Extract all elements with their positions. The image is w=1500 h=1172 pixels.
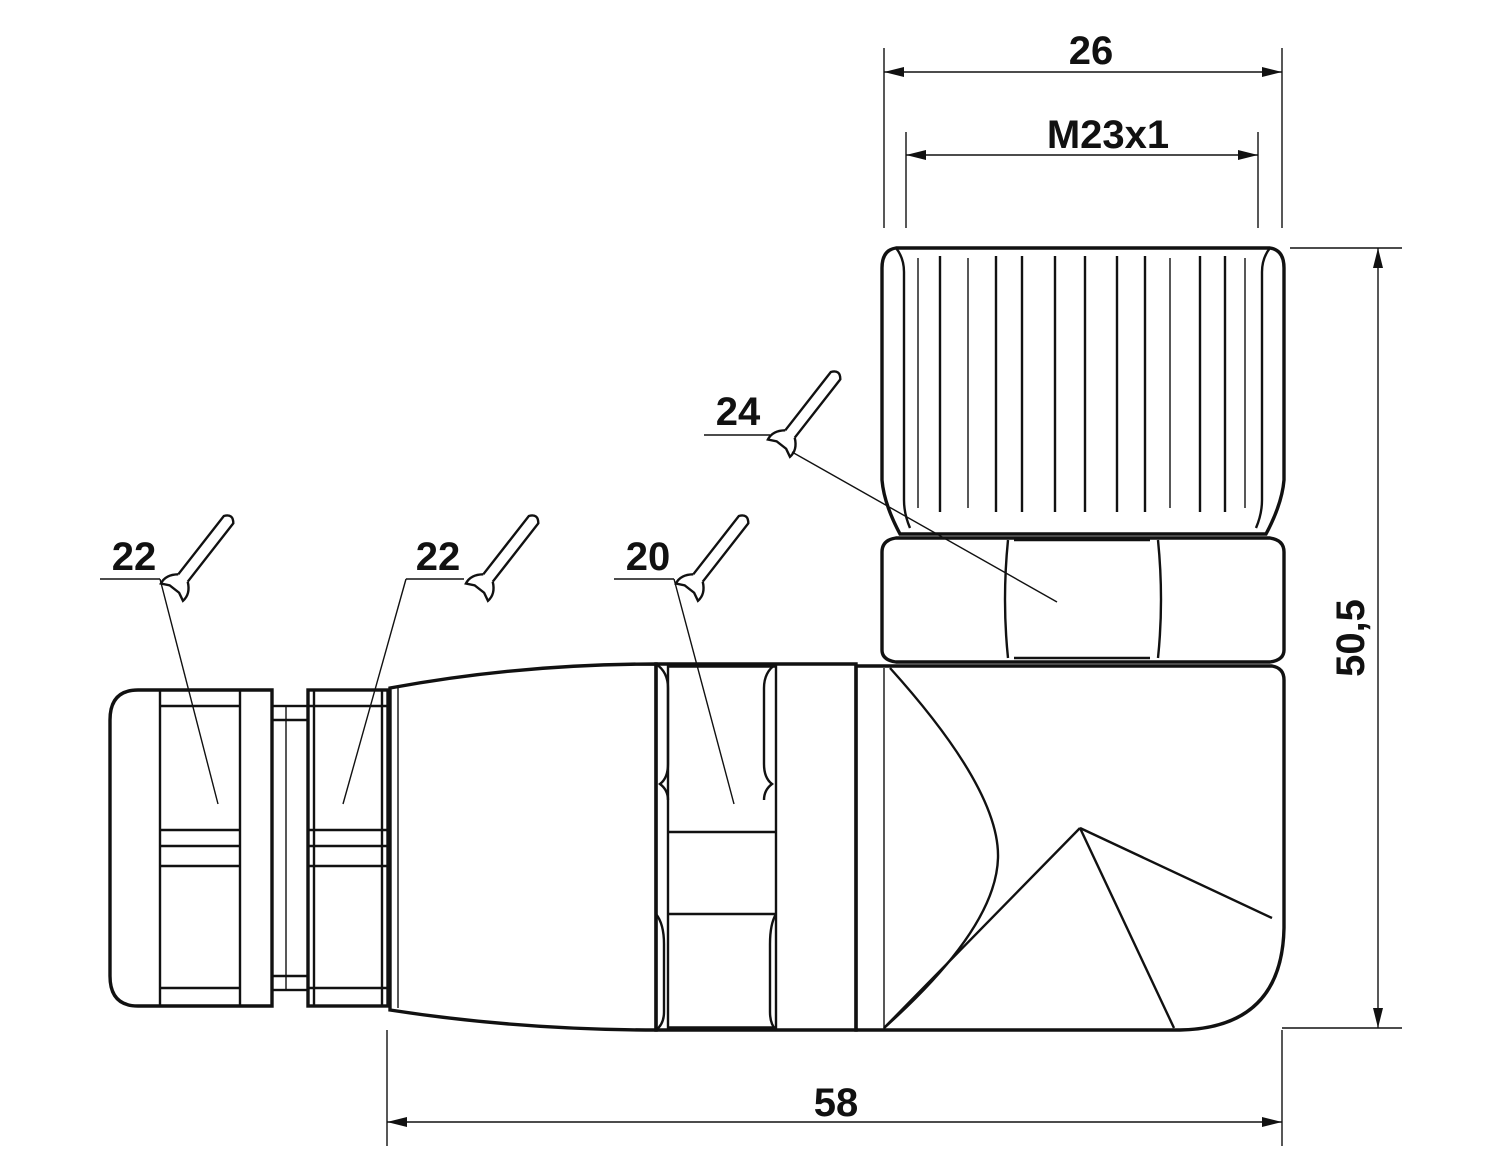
wrench-callout-20: 20	[614, 514, 750, 805]
cable-gland-cap	[108, 688, 274, 1008]
dimension-label-26: 26	[1069, 29, 1114, 73]
gland-neck	[270, 704, 310, 992]
tapered-sleeve	[388, 662, 658, 1032]
coupling-nut-hex	[880, 536, 1286, 664]
wrench-icon	[464, 514, 540, 603]
wrench-size-label: 22	[416, 535, 461, 579]
dimension-label-58: 58	[814, 1081, 859, 1125]
cable-gland-body	[306, 688, 390, 1008]
angled-body	[854, 664, 1286, 1032]
dimension-width-26: 26	[883, 29, 1283, 228]
wrench-icon	[159, 514, 235, 603]
wrench-callout-22-cap: 22	[100, 514, 235, 805]
dimension-height-50-5: 50,5	[1282, 247, 1402, 1029]
dimension-length-58: 58	[386, 1030, 1283, 1146]
wrench-callout-22-body: 22	[342, 514, 540, 805]
coupling-nut-knurled	[880, 246, 1286, 536]
dimension-thread: M23x1	[905, 113, 1259, 228]
dimension-label-50-5: 50,5	[1329, 599, 1373, 677]
housing-flats	[654, 662, 858, 1032]
wrench-callout-24: 24	[704, 370, 1058, 603]
wrench-icon	[766, 370, 842, 459]
wrench-size-label: 22	[112, 535, 157, 579]
wrench-icon	[674, 514, 750, 603]
wrench-size-label: 20	[626, 535, 671, 579]
dimension-label-thread: M23x1	[1047, 113, 1169, 157]
wrench-size-label: 24	[716, 390, 761, 434]
